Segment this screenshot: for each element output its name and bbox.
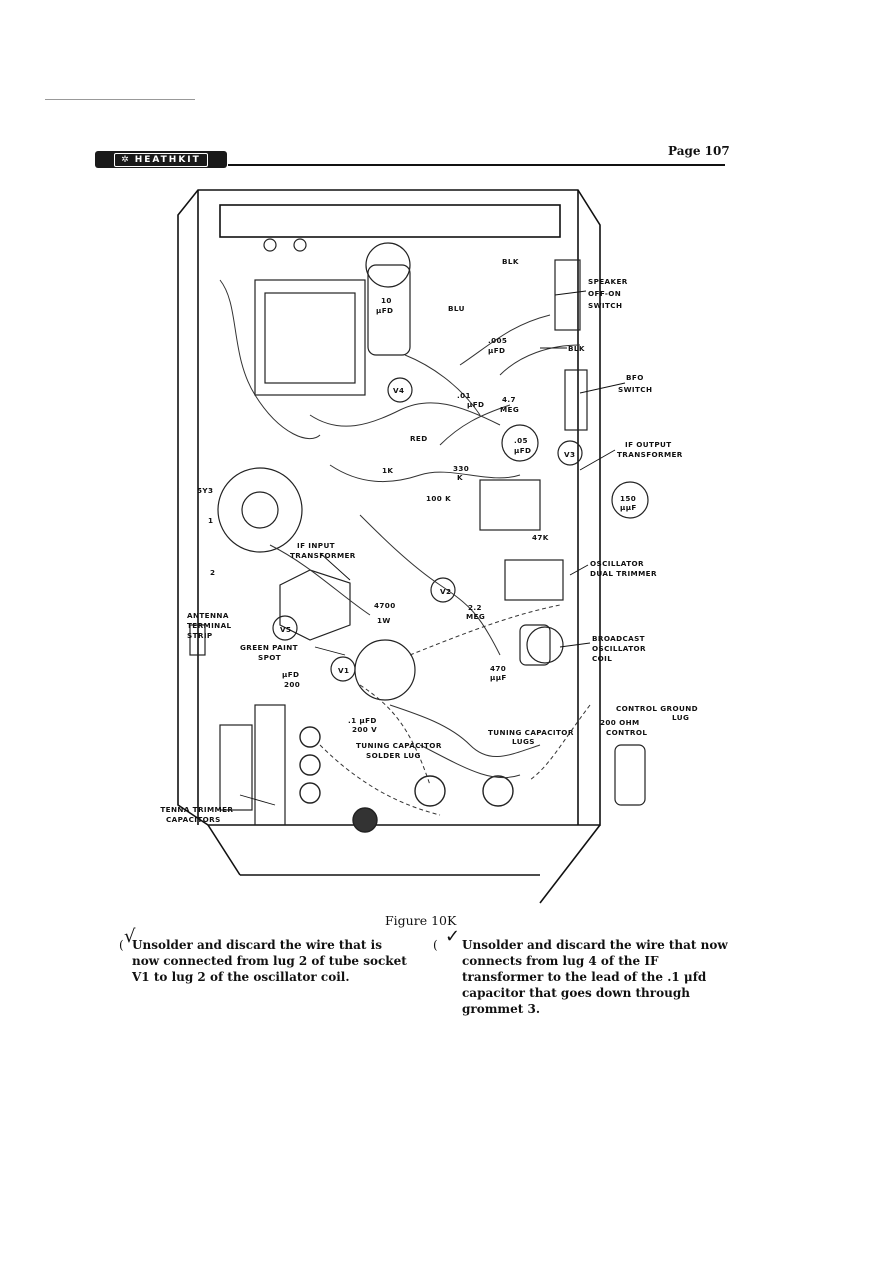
chassis-outline — [177, 189, 601, 904]
tube-sockets — [217, 377, 583, 701]
label-tuning-solder-1: TUNING CAPACITOR — [356, 741, 442, 750]
label-1ufd-1: .1 μFD — [348, 716, 377, 725]
label-bc-coil-1: BROADCAST — [592, 634, 645, 643]
label-10ufd-2: μFD — [376, 306, 393, 315]
label-01-2: μFD — [467, 400, 484, 409]
label-47meg-2: MEG — [500, 405, 519, 414]
label-speaker-1: SPEAKER — [588, 277, 628, 286]
figure-caption: Figure 10K — [385, 913, 457, 928]
scan-artifact-line — [45, 99, 195, 100]
label-lug-1: 1 — [208, 516, 213, 525]
label-v5: V5 — [280, 625, 291, 634]
label-47meg-1: 4.7 — [502, 395, 516, 404]
label-if-output-1: IF OUTPUT — [625, 440, 672, 449]
label-4700: 4700 — [374, 601, 396, 610]
antenna-trimmer-plates — [189, 624, 286, 826]
label-speaker-3: SWITCH — [588, 301, 622, 310]
step-2-text: Unsolder and discard the wire that now c… — [462, 938, 728, 1016]
label-if-input-2: TRANSFORMER — [290, 551, 356, 560]
label-if-input-1: IF INPUT — [297, 541, 335, 550]
label-05-1: .05 — [514, 436, 528, 445]
label-100k: 100 K — [426, 494, 451, 503]
label-v3: V3 — [564, 450, 575, 459]
figure-labels: BLK SPEAKER OFF-ON SWITCH 10 μFD BLU .00… — [160, 257, 698, 824]
label-v4: V4 — [393, 386, 404, 395]
logo-emblem-icon: ✲ — [121, 154, 131, 165]
step-1-checkbox-paren[interactable]: ( — [119, 938, 124, 952]
label-5y3: 5Y3 — [197, 486, 213, 495]
label-v2: V2 — [440, 587, 451, 596]
filter-capacitor — [365, 242, 411, 356]
power-transformer — [254, 238, 366, 396]
label-22meg-1: 2.2 — [468, 603, 482, 612]
label-05-2: μFD — [514, 446, 531, 455]
label-1k: 1K — [382, 466, 393, 475]
label-tuning-lugs-1: TUNING CAPACITOR — [488, 728, 574, 737]
label-bc-coil-3: COIL — [592, 654, 612, 663]
label-005-2: μFD — [488, 346, 505, 355]
label-tuning-solder-2: SOLDER LUG — [366, 751, 421, 760]
label-bc-coil-2: OSCILLATOR — [592, 644, 646, 653]
label-330k-1: 330 — [453, 464, 469, 473]
label-antenna-trimmer-1: ANTENNA TRIMMER — [160, 805, 233, 814]
label-1ufd-2: 200 V — [352, 725, 377, 734]
label-bfo-2: SWITCH — [618, 385, 652, 394]
label-005-1: .005 — [488, 336, 507, 345]
if-transformers — [279, 479, 564, 666]
instruction-step-1: ( √ Unsolder and discard the wire that i… — [119, 928, 409, 985]
label-antenna-trimmer-2: CAPACITORS — [166, 815, 221, 824]
label-1w: 1W — [377, 616, 391, 625]
label-control-ground-1: CONTROL GROUND — [616, 704, 698, 713]
label-470-2: μμF — [490, 673, 507, 682]
label-blu: BLU — [448, 304, 465, 313]
label-blk-top: BLK — [502, 257, 519, 266]
label-tuning-lugs-2: LUGS — [512, 737, 535, 746]
label-470-1: 470 — [490, 664, 506, 673]
label-blk-mid: BLK — [568, 344, 585, 353]
label-47k: 47K — [532, 533, 549, 542]
label-150-1: 150 — [620, 494, 636, 503]
label-150-2: μμF — [620, 503, 637, 512]
heathkit-logo: ✲HEATHKIT — [95, 151, 227, 168]
tuning-lugs — [299, 726, 514, 833]
label-antenna-strip-2: TERMINAL — [187, 621, 232, 630]
label-control-ground-2: LUG — [672, 713, 689, 722]
step-1-text: Unsolder and discard the wire that is no… — [132, 938, 407, 984]
label-red: RED — [410, 434, 428, 443]
step-2-checkbox-paren[interactable]: ( — [433, 938, 438, 952]
logo-brand: HEATHKIT — [134, 154, 201, 165]
label-01-1: .01 — [457, 391, 471, 400]
label-osc-trimmer-2: DUAL TRIMMER — [590, 569, 657, 578]
label-200-1: μFD — [282, 670, 299, 679]
step-1-check-mark-icon: √ — [124, 926, 136, 947]
label-control-200-1: 200 OHM — [600, 718, 640, 727]
label-green-spot-2: SPOT — [258, 653, 281, 662]
label-v1: V1 — [338, 666, 349, 675]
label-control-200-2: CONTROL — [606, 728, 647, 737]
label-bfo-1: BFO — [626, 373, 644, 382]
leader-lines — [239, 290, 626, 806]
step-2-check-mark-icon: ✓ — [445, 926, 461, 947]
label-if-output-2: TRANSFORMER — [617, 450, 683, 459]
header-rule — [228, 164, 725, 166]
instruction-step-2: ( ✓ Unsolder and discard the wire that n… — [433, 928, 735, 1017]
label-speaker-2: OFF-ON — [588, 289, 621, 298]
label-osc-trimmer-1: OSCILLATOR — [590, 559, 644, 568]
wiring — [219, 279, 591, 816]
label-10ufd-1: 10 — [381, 296, 392, 305]
label-22meg-2: MEG — [466, 612, 485, 621]
figure-10k-chassis-diagram: BLK SPEAKER OFF-ON SWITCH 10 μFD BLU .00… — [160, 189, 698, 904]
label-antenna-strip-1: ANTENNA — [187, 611, 229, 620]
label-200-2: 200 — [284, 680, 300, 689]
label-lug-2: 2 — [210, 568, 215, 577]
label-green-spot-1: GREEN PAINT — [240, 643, 298, 652]
label-antenna-strip-3: STRIP — [187, 631, 213, 640]
label-330k-2: K — [457, 473, 463, 482]
page-number: Page 107 — [668, 144, 730, 158]
